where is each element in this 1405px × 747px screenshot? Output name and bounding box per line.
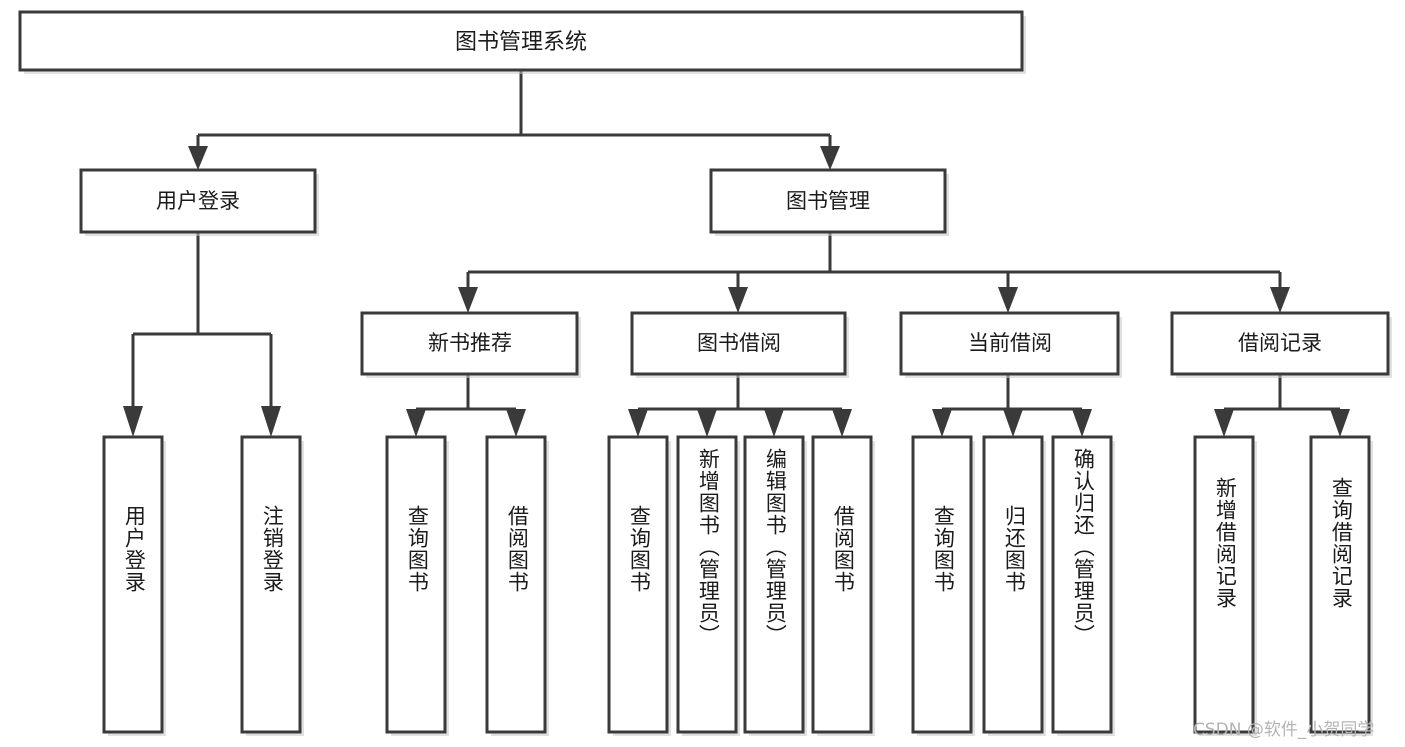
node-leaf-query-book-current-box[interactable] [911,435,973,734]
node-current-borrow-box[interactable] [899,311,1120,376]
connector-group-borrow-record-to-leaves [1214,374,1350,437]
arrow-head-user-login [188,146,208,170]
node-leaf-query-record[interactable] [1309,435,1373,736]
arrow-head-leaf-user-login [123,406,143,437]
node-leaf-confirm-return[interactable] [1051,435,1115,736]
node-new-book-rec-box[interactable] [360,311,579,376]
connector-group-current-borrow-to-leaves [932,374,1092,437]
node-leaf-user-logout[interactable] [240,435,304,736]
connector-group-root-to-level2 [188,70,840,170]
node-borrow-record-box[interactable] [1170,311,1390,376]
node-leaf-borrow-book-rec-box[interactable] [485,435,547,734]
node-leaf-return-book[interactable] [982,435,1046,736]
node-leaf-borrow-book-rec[interactable] [485,435,549,736]
node-user-login-box[interactable] [79,168,317,234]
arrow-head-leaf-borrow-book-rec [506,409,526,437]
node-borrow-record[interactable]: 借阅记录 [1170,311,1392,378]
connector-group-user-login-to-leaves [123,232,281,437]
node-root[interactable]: 图书管理系统 [18,10,1026,74]
node-borrow-record-label: 借阅记录 [1238,331,1322,355]
arrow-head-leaf-return-book [1003,409,1023,437]
node-leaf-borrow-book[interactable] [811,435,875,736]
node-leaf-query-book-borrow-box[interactable] [607,435,669,734]
node-user-login[interactable]: 用户登录 [79,168,319,236]
arrow-head-leaf-query-book-current [932,409,952,437]
arrow-head-book-manage [820,146,840,170]
node-leaf-add-book-box[interactable] [676,435,738,734]
node-book-borrow-label: 图书借阅 [697,331,781,355]
arrow-head-new-book-rec [458,287,478,313]
node-new-book-rec[interactable]: 新书推荐 [360,311,581,378]
arrow-head-current-borrow [998,287,1018,313]
arrow-head-leaf-edit-book [764,409,784,437]
arrow-head-leaf-add-record [1214,409,1234,437]
node-leaf-query-record-box[interactable] [1309,435,1371,734]
arrow-head-leaf-confirm-return [1072,409,1092,437]
node-leaf-return-book-box[interactable] [982,435,1044,734]
arrow-head-leaf-user-logout [261,406,281,437]
node-root-label: 图书管理系统 [455,30,587,55]
node-leaf-query-book-current[interactable] [911,435,975,736]
node-leaf-query-book-rec-box[interactable] [385,435,447,734]
arrow-head-leaf-query-record [1330,409,1350,437]
node-leaf-user-login-box[interactable] [102,435,164,734]
arrow-head-book-borrow [728,287,748,313]
arrow-head-leaf-query-book-rec [406,409,426,437]
node-book-manage-label: 图书管理 [786,189,870,213]
node-leaf-add-record[interactable] [1193,435,1257,736]
node-book-manage-box[interactable] [709,168,947,234]
node-leaf-query-book-borrow[interactable] [607,435,671,736]
node-leaf-user-login[interactable] [102,435,166,736]
node-leaf-edit-book[interactable] [743,435,807,736]
connector-group-book-borrow-to-leaves [628,374,852,437]
node-leaf-edit-book-box[interactable] [743,435,805,734]
node-root-box[interactable] [18,10,1024,72]
node-leaf-add-record-box[interactable] [1193,435,1255,734]
node-leaf-add-book[interactable] [676,435,740,736]
connector-group-book-manage-to-level3 [458,232,1290,313]
node-leaf-query-book-rec[interactable] [385,435,449,736]
arrow-head-borrow-record [1270,287,1290,313]
arrow-head-leaf-borrow-book [832,409,852,437]
node-book-borrow-box[interactable] [630,311,847,376]
connector-group-new-book-rec-to-leaves [406,374,526,437]
node-book-manage[interactable]: 图书管理 [709,168,949,236]
node-new-book-rec-label: 新书推荐 [428,331,512,355]
node-book-borrow[interactable]: 图书借阅 [630,311,849,378]
node-leaf-borrow-book-box[interactable] [811,435,873,734]
node-user-login-label: 用户登录 [156,189,240,213]
node-leaf-user-logout-box[interactable] [240,435,302,734]
csdn-watermark: CSDN @软件_小贺同学 [1193,720,1375,740]
node-current-borrow-label: 当前借阅 [968,331,1052,355]
leaf-boxes-group [102,435,1373,736]
node-current-borrow[interactable]: 当前借阅 [899,311,1122,378]
arrow-head-leaf-query-book-borrow [628,409,648,437]
arrow-head-leaf-add-book [697,409,717,437]
node-leaf-confirm-return-box[interactable] [1051,435,1113,734]
